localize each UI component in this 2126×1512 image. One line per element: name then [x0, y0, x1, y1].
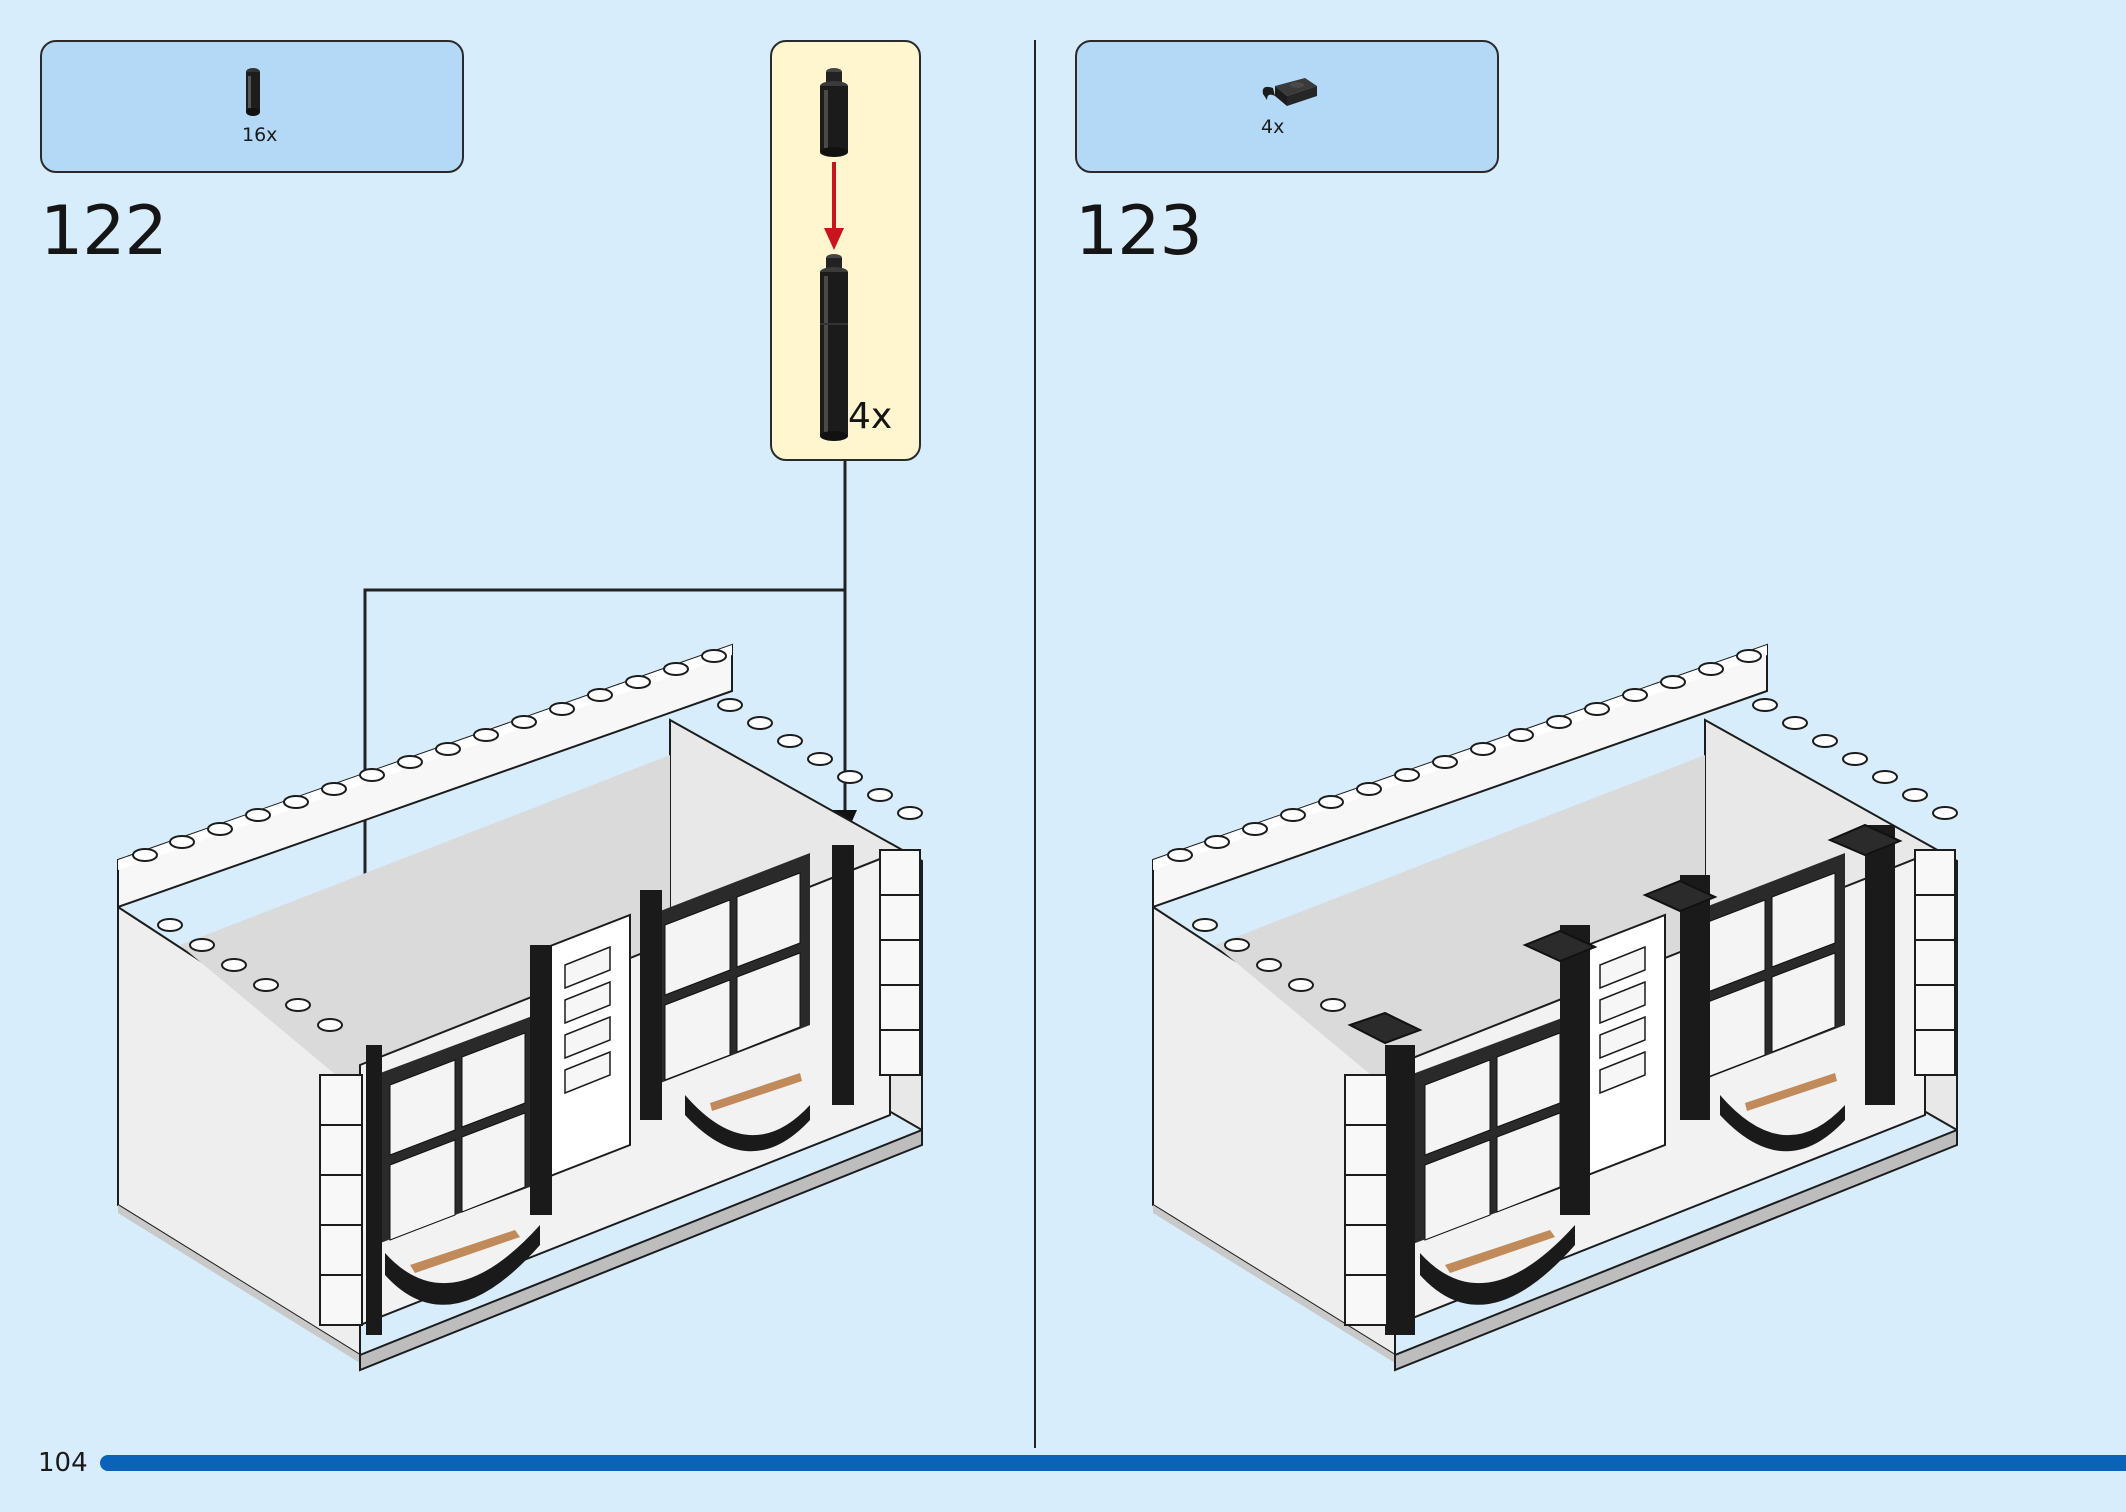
- step-divider: [1034, 40, 1036, 1448]
- page-number: 104: [38, 1448, 88, 1478]
- progress-bar: [100, 1455, 2126, 1471]
- building-model-step-122: [117, 643, 923, 1372]
- sub-assembly-callout: 4x: [770, 40, 921, 461]
- step-number: 122: [40, 192, 168, 271]
- black-round-bar-icon: [246, 68, 260, 116]
- part-quantity: 4x: [1261, 116, 1285, 138]
- step-number: 123: [1075, 192, 1203, 271]
- black-clip-plate-icon: [1262, 78, 1317, 106]
- building-model-step-123: [1152, 643, 1958, 1372]
- part-quantity: 16x: [242, 124, 278, 146]
- parts-callout-step-122: 16x: [40, 40, 464, 173]
- bar-stack-icon: [820, 68, 848, 441]
- sub-assembly-quantity: 4x: [848, 396, 893, 437]
- parts-callout-step-123: 4x: [1075, 40, 1499, 173]
